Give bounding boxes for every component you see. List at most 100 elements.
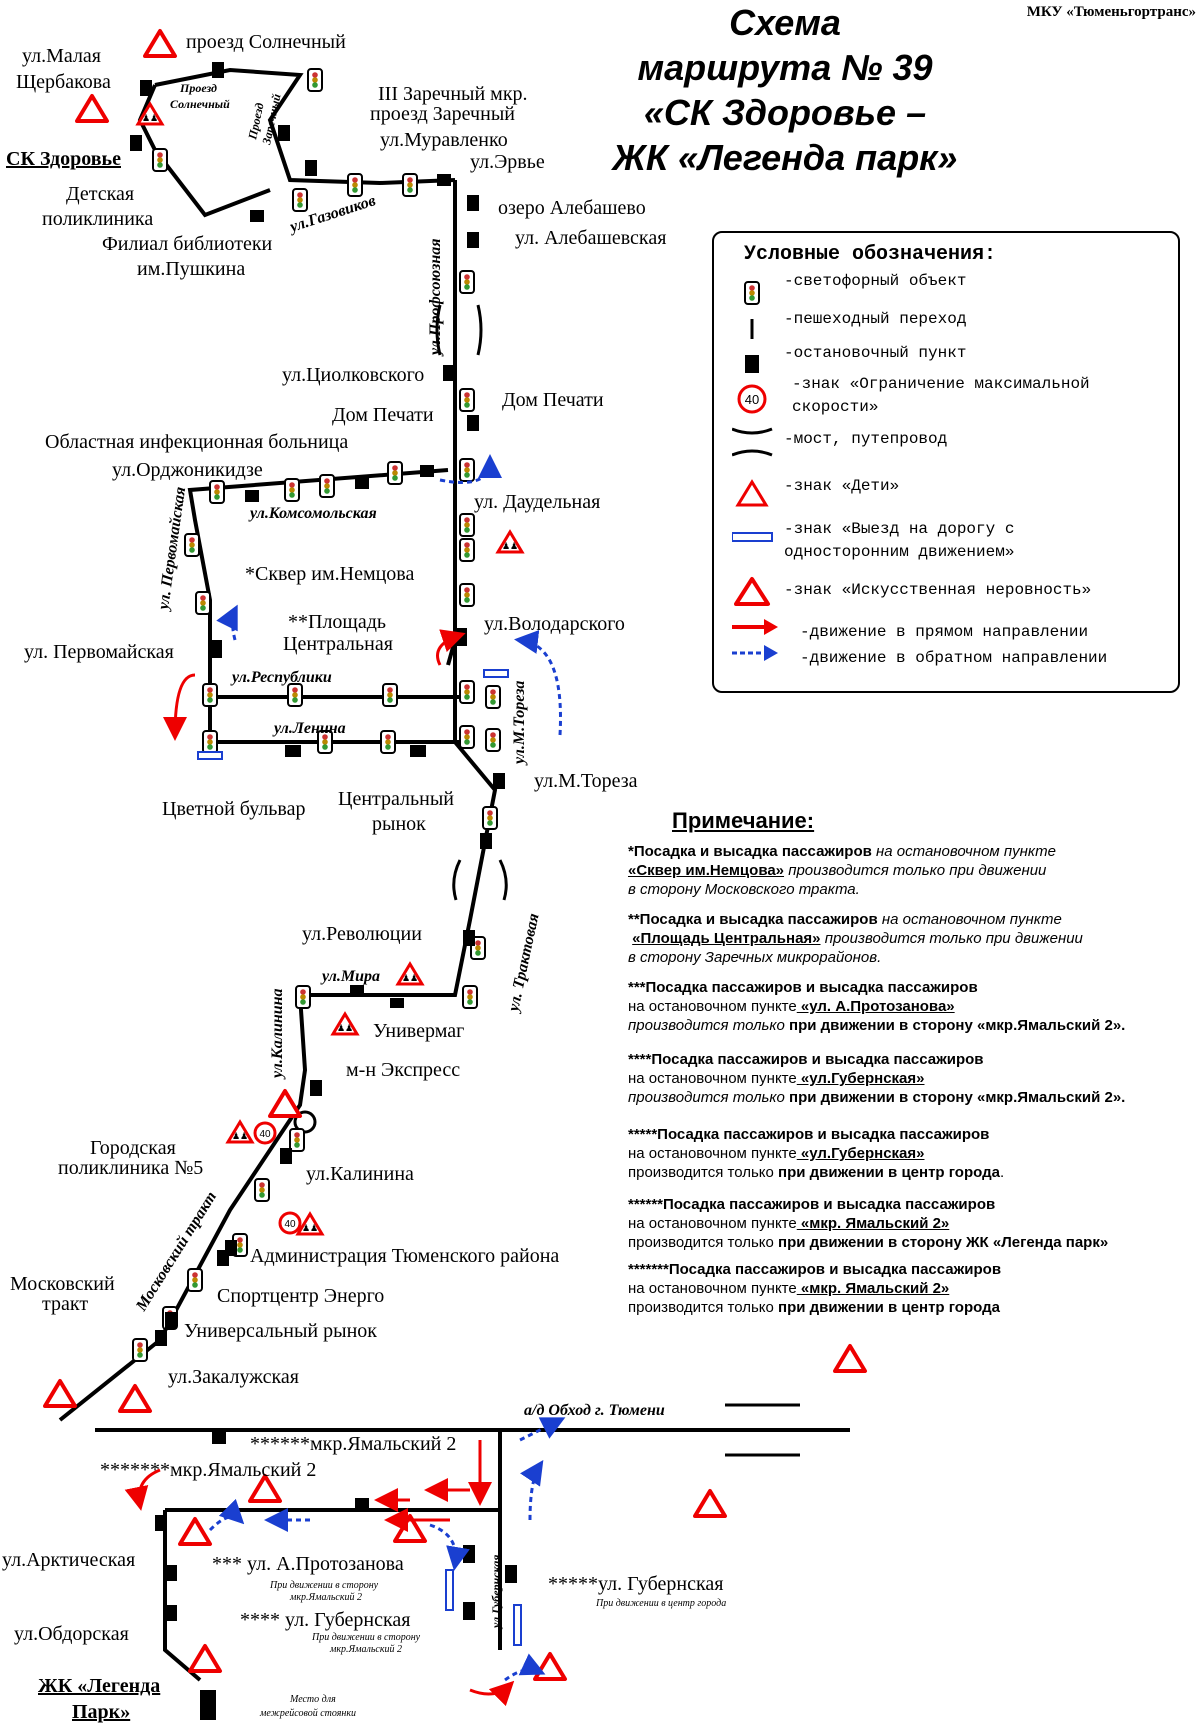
- street-profsoyuznaya: ул.Профсоюзная: [427, 238, 444, 357]
- stop-rynok-2: рынок: [372, 813, 426, 835]
- legend-speed-1: -знак «Ограничение максимальной: [792, 375, 1090, 393]
- stop-det-2: поликлиника: [42, 208, 153, 230]
- note-3: ***Посадка пассажиров и высадка пассажир…: [628, 979, 1126, 1034]
- stop-gubernskaya-5: *****ул. Губернская: [548, 1573, 724, 1595]
- stop-dom-pechati-r: Дом Печати: [502, 389, 604, 411]
- org-name: МКУ «Тюменьгортранс»: [1026, 4, 1196, 20]
- stop-kalinina: ул.Калинина: [306, 1163, 414, 1185]
- note-6: ******Посадка пассажиров и высадка пасса…: [628, 1196, 1109, 1251]
- stop-muravlenko: ул.Муравленко: [380, 129, 508, 151]
- stop-yamal-6: ******мкр.Ямальский 2: [250, 1433, 456, 1455]
- svg-text:40: 40: [745, 392, 759, 407]
- stop-volodarskogo: ул.Володарского: [484, 613, 625, 635]
- stop-alebashevo: озеро Алебашево: [498, 197, 646, 219]
- legend-bridge: -мост, путепровод: [784, 430, 948, 448]
- stop-tsvetnoy: Цветной бульвар: [162, 798, 306, 820]
- stop-mosk-1: Московский: [10, 1273, 115, 1295]
- bridge: [435, 304, 800, 1457]
- stop-toreza: ул.М.Тореза: [534, 770, 638, 792]
- note-7: *******Посадка пассажиров и высадка пасс…: [628, 1261, 1002, 1316]
- parking-note-1: Место для: [289, 1694, 336, 1705]
- stop-labels: ул.Малая Щербакова проезд Солнечный III …: [2, 31, 726, 1723]
- title-line-3: «СК Здоровье –: [643, 92, 927, 133]
- stop-plosch-2: Центральная: [283, 633, 393, 655]
- stop-zarechny-1: III Заречный мкр.: [378, 83, 528, 105]
- stop-gp-2: поликлиника №5: [58, 1157, 203, 1179]
- stop-ciolkovskogo: ул.Циолковского: [282, 364, 424, 386]
- route-line: [58, 67, 850, 1682]
- stop-energo: Спортцентр Энерго: [217, 1285, 384, 1307]
- stop-gub4-note-2: мкр.Ямальский 2: [329, 1644, 402, 1655]
- street-traktovaya: ул. Трактовая: [505, 912, 543, 1015]
- stop-lib-2: им.Пушкина: [137, 258, 245, 280]
- stop-sk: СК Здоровье: [6, 148, 121, 170]
- stop-ervye: ул.Эрвье: [470, 151, 545, 173]
- street-solnechny-2: Солнечный: [170, 97, 230, 111]
- street-toreza: ул.М.Тореза: [511, 681, 528, 766]
- stop-protozanova: *** ул. А.Протозанова: [212, 1553, 404, 1575]
- legend-symbols: 40: [732, 281, 778, 661]
- stop-gub4-note-1: При движении в сторону: [311, 1632, 421, 1643]
- stop-univ-rynok: Универсальный рынок: [184, 1320, 377, 1342]
- street-respubliki: ул.Республики: [230, 669, 332, 686]
- street-lenina: ул.Ленина: [272, 720, 346, 737]
- stop-gp-1: Городская: [90, 1137, 176, 1159]
- note-5: *****Посадка пассажиров и высадка пассаж…: [628, 1126, 1005, 1181]
- stop-legenda-2: Парк»: [72, 1701, 130, 1723]
- stop-mosk-2: тракт: [42, 1293, 88, 1315]
- legend-backward: -движение в обратном направлении: [800, 649, 1108, 667]
- stop-malaya: ул.Малая: [22, 45, 101, 67]
- note-1: *Посадка и высадка пассажиров на останов…: [628, 843, 1056, 898]
- stop-yamal-7: *******мкр.Ямальский 2: [100, 1459, 316, 1481]
- stop-protozanova-note-2: мкр.Ямальский 2: [289, 1592, 362, 1603]
- stop-gub5-note: При движении в центр города: [595, 1598, 726, 1609]
- street-komsomolskaya: ул.Комсомольская: [248, 505, 377, 522]
- stop-univermag: Универмаг: [373, 1020, 464, 1042]
- stop-admin: Администрация Тюменского района: [250, 1245, 559, 1267]
- street-mira: ул.Мира: [320, 968, 380, 985]
- legend-title: Условные обозначения:: [744, 243, 997, 266]
- note-2: **Посадка и высадка пассажиров на остано…: [628, 911, 1083, 966]
- street-gubernskaya: ул.Губернская: [489, 1555, 503, 1631]
- legend-stop: -остановочный пункт: [784, 344, 967, 362]
- stop-ordzhonikidze: ул.Орджоникидзе: [112, 459, 263, 481]
- street-labels: Проезд Солнечный Проезд Заречный ул.Газо…: [132, 81, 664, 1630]
- stop-infect: Областная инфекционная больница: [45, 431, 348, 453]
- stop-legenda-1: ЖК «Легенда: [38, 1675, 160, 1697]
- legend: Условные обозначения: 40 -светофорный об…: [712, 231, 1180, 693]
- stop-rynok-1: Центральный: [338, 788, 454, 810]
- title-line-4: ЖК «Легенда парк»: [612, 137, 958, 178]
- legend-oneway-2: односторонним движением»: [784, 543, 1015, 561]
- stop-alebashevskaya: ул. Алебашевская: [515, 227, 666, 249]
- legend-crossing: -пешеходный переход: [784, 310, 967, 328]
- stop-solnechny: проезд Солнечный: [186, 31, 346, 53]
- stop-daudelnaya: ул. Даудельная: [474, 491, 600, 513]
- street-obhod: а/д Обход г. Тюмени: [524, 1402, 665, 1419]
- parking-note-2: межрейсовой стоянки: [259, 1708, 356, 1719]
- title-line-1: Схема: [729, 2, 841, 43]
- legend-speed-2: скорости»: [792, 398, 879, 416]
- street-solnechny: Проезд: [179, 81, 217, 95]
- stop-protozanova-note-1: При движении в сторону: [269, 1580, 379, 1591]
- direction-arrows: [124, 454, 566, 1707]
- stop-plosch-1: **Площадь: [288, 611, 386, 633]
- stop-zakaluzhskaya: ул.Закалужская: [168, 1366, 299, 1388]
- street-kalinina: ул.Калинина: [269, 988, 286, 1080]
- stop-scherbakova: Щербакова: [16, 71, 111, 93]
- stop-arkticheskaya: ул.Арктическая: [2, 1549, 135, 1571]
- legend-traffic-light: -светофорный объект: [784, 272, 967, 290]
- stop-obdorskaya: ул.Обдорская: [14, 1623, 129, 1645]
- stop-pervomayskaya: ул. Первомайская: [24, 641, 174, 663]
- stop-ekspress: м-н Экспресс: [346, 1059, 460, 1081]
- stop-dom-pechati-l: Дом Печати: [332, 404, 434, 426]
- stop-lib-1: Филиал библиотеки: [102, 233, 273, 255]
- title-line-2: маршрута № 39: [637, 47, 933, 88]
- stop-skver: *Сквер им.Немцова: [245, 563, 414, 585]
- legend-oneway-1: -знак «Выезд на дорогу с: [784, 520, 1015, 538]
- note-4: ****Посадка пассажиров и высадка пассажи…: [628, 1051, 1126, 1106]
- map-title: Схема маршрута № 39 «СК Здоровье – ЖК «Л…: [580, 0, 990, 180]
- legend-children: -знак «Дети»: [784, 477, 900, 495]
- stop-gubernskaya-4: **** ул. Губернская: [240, 1609, 411, 1631]
- legend-bump: -знак «Искусственная неровность»: [784, 581, 1092, 599]
